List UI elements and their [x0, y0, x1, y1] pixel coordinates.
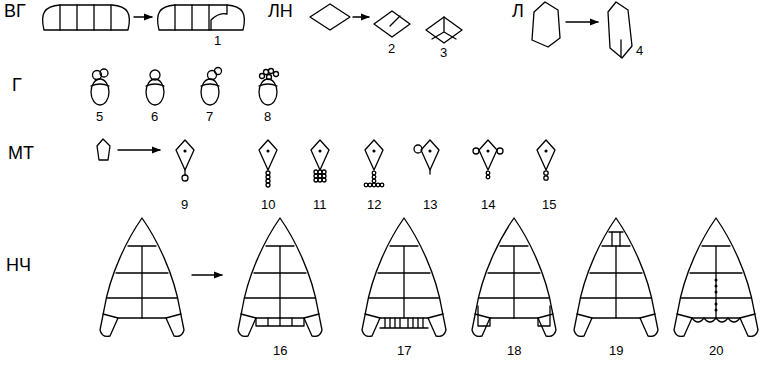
callout-number: 7	[206, 110, 213, 124]
callout-number: 17	[397, 344, 411, 358]
callout-number: 20	[709, 344, 723, 358]
category-label: Г	[12, 76, 22, 96]
valve-row	[43, 5, 245, 30]
callout-number: 11	[313, 198, 327, 212]
category-label: ЛН	[268, 2, 293, 22]
callout-number: 15	[542, 198, 556, 212]
callout-number: 13	[423, 198, 437, 212]
spade-row	[100, 218, 758, 336]
category-label: НЧ	[6, 256, 31, 276]
category-label: ВГ	[4, 2, 26, 22]
callout-number: 3	[440, 46, 447, 60]
callout-number: 14	[481, 198, 495, 212]
callout-number: 4	[636, 44, 643, 58]
callout-number: 12	[367, 198, 381, 212]
callout-number: 18	[507, 344, 521, 358]
callout-number: 10	[261, 198, 275, 212]
category-label: Л	[512, 2, 524, 22]
callout-number: 5	[96, 110, 103, 124]
callout-number: 9	[181, 198, 188, 212]
stalk-row	[97, 139, 555, 187]
leaf-row	[532, 2, 632, 58]
rhomb-row	[310, 4, 462, 43]
callout-number: 2	[388, 42, 395, 56]
head-row	[91, 68, 279, 106]
callout-number: 16	[273, 344, 287, 358]
callout-number: 6	[151, 110, 158, 124]
callout-number: 8	[264, 110, 271, 124]
callout-number: 1	[214, 34, 221, 48]
callout-number: 19	[609, 344, 623, 358]
category-label: МТ	[8, 144, 34, 164]
